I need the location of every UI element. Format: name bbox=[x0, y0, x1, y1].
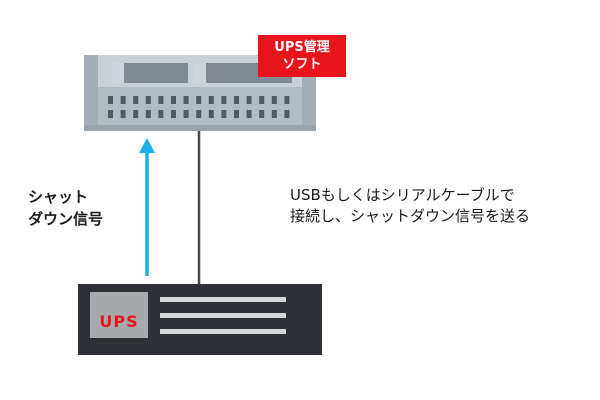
vent-slot bbox=[284, 110, 290, 118]
server-bay-left-latch bbox=[112, 63, 124, 83]
vent-slot bbox=[158, 96, 164, 104]
vent-slot bbox=[145, 96, 151, 104]
vent-slot bbox=[259, 96, 265, 104]
ups-device-label: UPS bbox=[99, 312, 139, 331]
vent-slot bbox=[196, 110, 202, 118]
ups-label-panel bbox=[90, 292, 148, 338]
server-bay-left bbox=[112, 63, 188, 83]
vent-slot bbox=[246, 96, 252, 104]
vent-slot bbox=[133, 110, 139, 118]
ups-management-software-badge: UPS管理 ソフト bbox=[258, 35, 346, 77]
usb-description-line-2: 接続し、シャットダウン信号を送る bbox=[290, 207, 531, 225]
vent-slot bbox=[221, 96, 227, 104]
vent-slot bbox=[183, 110, 189, 118]
ups-slot-1 bbox=[160, 297, 286, 302]
vent-slot bbox=[196, 96, 202, 104]
vent-slot bbox=[120, 96, 126, 104]
ups-device bbox=[78, 284, 322, 355]
usb-connection-description: USBもしくはシリアルケーブルで 接続し、シャットダウン信号を送る bbox=[290, 185, 590, 227]
vent-slot bbox=[221, 110, 227, 118]
vent-slot bbox=[234, 110, 239, 118]
vent-slot bbox=[259, 110, 265, 118]
usb-description-line-1: USBもしくはシリアルケーブルで bbox=[290, 186, 515, 204]
vent-slot bbox=[133, 96, 139, 104]
server-left-ear bbox=[84, 55, 98, 131]
vent-slot bbox=[271, 96, 277, 104]
vent-slot bbox=[171, 110, 176, 118]
vent-slot bbox=[183, 96, 189, 104]
vent-slot bbox=[108, 96, 113, 104]
server-vent-grid bbox=[108, 96, 290, 118]
vent-slot bbox=[271, 110, 277, 118]
vent-slot bbox=[120, 110, 126, 118]
shutdown-signal-arrow bbox=[139, 138, 155, 276]
vent-slot bbox=[208, 96, 214, 104]
vent-slot bbox=[158, 110, 164, 118]
signal-label-line-2: ダウン信号 bbox=[28, 210, 104, 228]
server-bay-right-latch bbox=[194, 63, 206, 83]
ups-slot-3 bbox=[160, 329, 286, 334]
badge-line-2: ソフト bbox=[282, 57, 322, 72]
vent-slot bbox=[108, 110, 113, 118]
vent-slot bbox=[208, 110, 214, 118]
shutdown-signal-label: シャット ダウン信号 bbox=[28, 186, 148, 230]
ups-slot-2 bbox=[160, 313, 286, 318]
vent-slot bbox=[246, 110, 252, 118]
server-bottom-shade bbox=[84, 125, 316, 131]
badge-line-1: UPS管理 bbox=[274, 40, 330, 55]
vent-slot bbox=[284, 96, 290, 104]
signal-label-line-1: シャット bbox=[28, 188, 89, 206]
vent-slot bbox=[171, 96, 176, 104]
vent-slot bbox=[234, 96, 239, 104]
vent-slot bbox=[145, 110, 151, 118]
